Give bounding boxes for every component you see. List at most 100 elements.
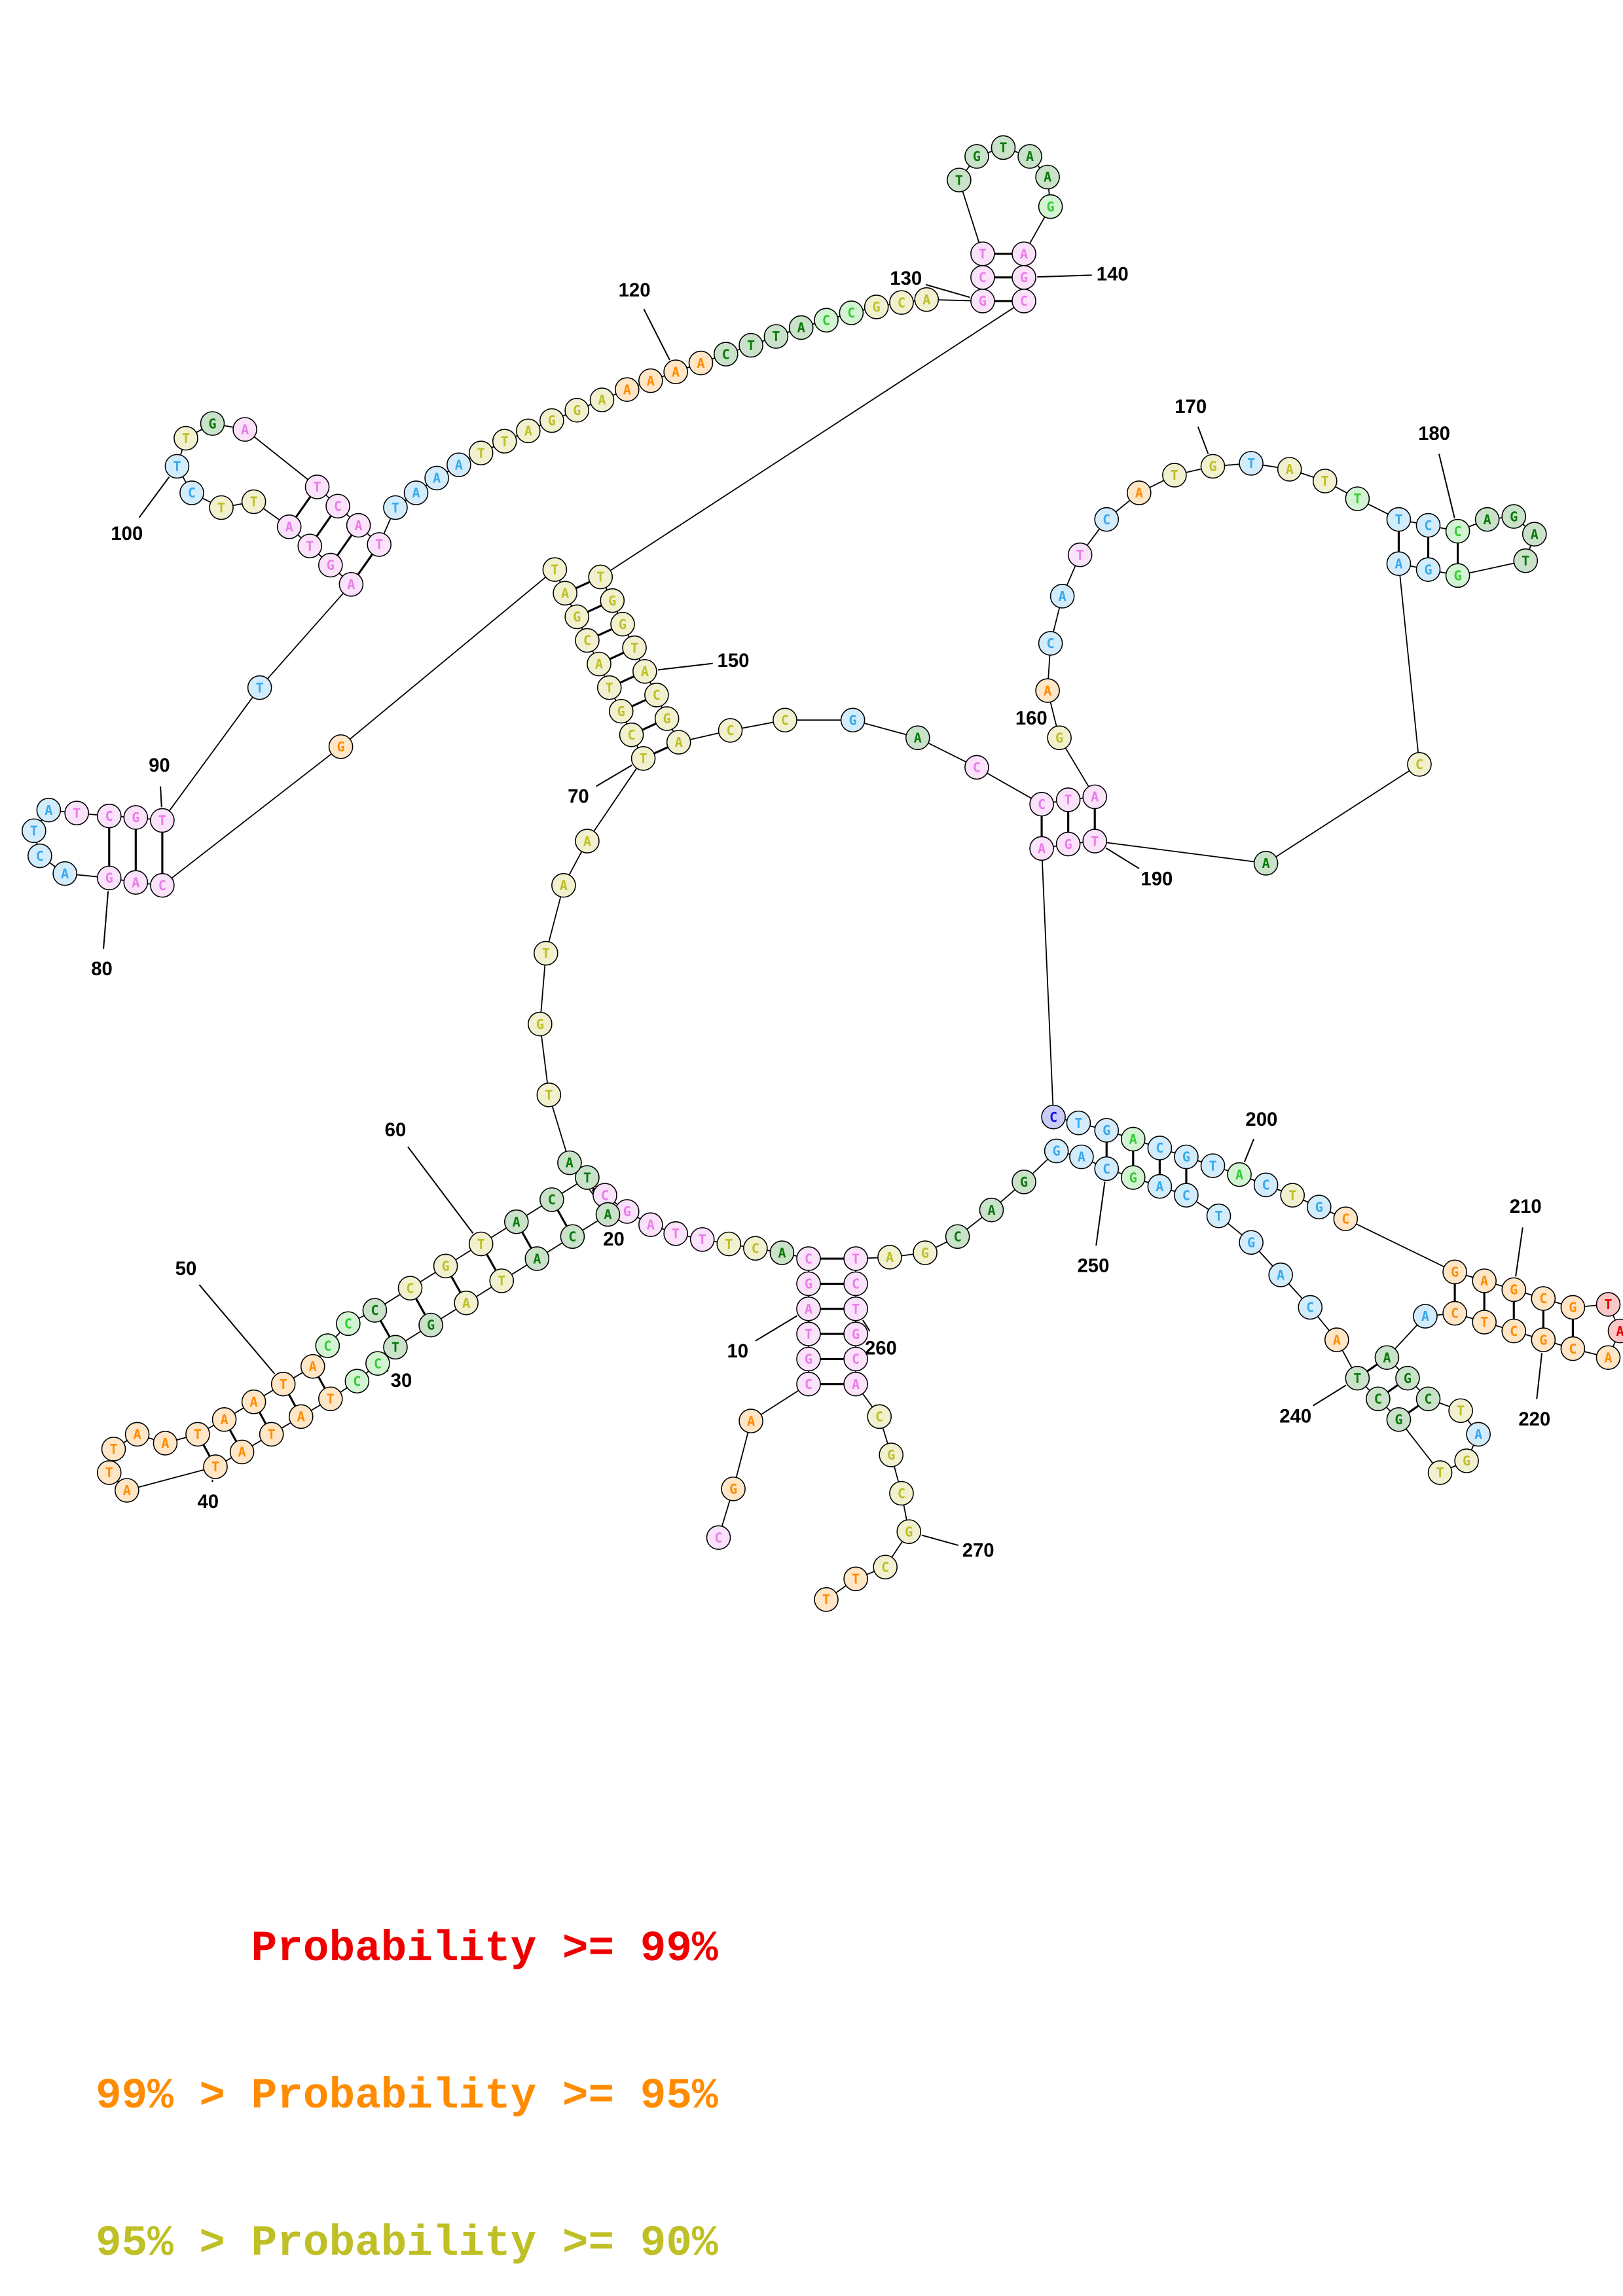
nucleotide bbox=[276, 514, 302, 539]
nucleotide bbox=[614, 377, 640, 403]
nucleotide-letter: C bbox=[722, 346, 730, 362]
nucleotide-letter: A bbox=[1604, 1350, 1612, 1365]
nucleotide bbox=[1386, 507, 1412, 532]
nucleotide bbox=[588, 564, 613, 590]
nucleotide bbox=[1442, 1259, 1467, 1285]
position-label: 130 bbox=[890, 268, 922, 289]
nucleotide bbox=[173, 425, 198, 451]
nucleotide-letter: C bbox=[1415, 757, 1423, 772]
nucleotide-letter: C bbox=[954, 1229, 962, 1244]
nucleotide bbox=[1531, 1286, 1556, 1311]
nucleotide bbox=[889, 290, 914, 315]
position-label: 190 bbox=[1140, 869, 1173, 890]
nucleotide bbox=[1268, 1263, 1293, 1287]
nucleotide bbox=[1035, 164, 1060, 190]
label-leader-line bbox=[921, 1534, 959, 1547]
position-label: 70 bbox=[568, 785, 589, 807]
nucleotide-letter: T bbox=[1395, 512, 1402, 528]
nucleotide bbox=[553, 581, 577, 606]
nucleotide-letter: T bbox=[30, 823, 38, 838]
nucleotide bbox=[896, 1519, 922, 1544]
nucleotide bbox=[575, 1165, 600, 1190]
nucleotide-letter: T bbox=[699, 1232, 706, 1247]
nucleotide-letter: A bbox=[805, 1301, 812, 1317]
nucleotide bbox=[1442, 1300, 1467, 1326]
nucleotide bbox=[468, 440, 494, 465]
nucleotide bbox=[1395, 1365, 1420, 1391]
nucleotide bbox=[1044, 1138, 1069, 1164]
nucleotide-letter: T bbox=[772, 329, 780, 344]
nucleotide bbox=[1162, 463, 1187, 488]
nucleotide-letter: A bbox=[675, 734, 683, 750]
nucleotide bbox=[769, 1240, 795, 1265]
position-label: 220 bbox=[1518, 1408, 1550, 1430]
nucleotide bbox=[1012, 289, 1036, 314]
nucleotide bbox=[336, 1311, 361, 1336]
nucleotide-letter: T bbox=[109, 1441, 117, 1457]
nucleotide bbox=[288, 1404, 314, 1429]
nucleotide bbox=[596, 675, 622, 700]
nucleotide-letter: A bbox=[1395, 556, 1402, 571]
nucleotide-letter: A bbox=[1044, 170, 1051, 185]
nucleotide-letter: T bbox=[477, 445, 485, 461]
nucleotide bbox=[638, 1212, 663, 1238]
nucleotide bbox=[947, 168, 972, 192]
nucleotide-letter: T bbox=[1522, 553, 1529, 569]
nucleotide bbox=[1345, 1365, 1370, 1391]
nucleotide bbox=[1415, 1386, 1441, 1412]
nucleotide-letter: G bbox=[619, 617, 627, 632]
nucleotide-letter: T bbox=[182, 431, 190, 446]
nucleotide-letter: A bbox=[1091, 789, 1099, 805]
nucleotide-letter: A bbox=[1156, 1179, 1163, 1194]
nucleotide bbox=[211, 1407, 237, 1432]
nucleotide-letter: G bbox=[852, 1326, 860, 1342]
nucleotide bbox=[1206, 1203, 1231, 1229]
nucleotide-letter: C bbox=[1424, 518, 1432, 533]
nucleotide-letter: C bbox=[1510, 1323, 1518, 1339]
nucleotide-letter: G bbox=[441, 1259, 449, 1274]
nucleotide bbox=[489, 1268, 515, 1293]
label-leader-line bbox=[643, 308, 670, 361]
nucleotide-letter: C bbox=[1156, 1140, 1163, 1156]
nucleotide-letter: C bbox=[601, 1187, 609, 1203]
nucleotide-letter: G bbox=[663, 711, 671, 726]
label-leader-line bbox=[596, 764, 632, 787]
nucleotide bbox=[1386, 551, 1412, 577]
nucleotide bbox=[1239, 451, 1264, 476]
nucleotide-letter: A bbox=[1333, 1332, 1341, 1348]
nucleotide-letter: A bbox=[1421, 1308, 1429, 1324]
nucleotide-letter: C bbox=[1453, 524, 1461, 539]
nucleotide-letter: T bbox=[1065, 792, 1072, 808]
nucleotide bbox=[185, 1422, 210, 1447]
nucleotide bbox=[873, 1554, 898, 1580]
nucleotide bbox=[610, 611, 635, 637]
nucleotide-letter: C bbox=[781, 712, 789, 728]
nucleotide-letter: G bbox=[608, 593, 616, 609]
nucleotide-letter: A bbox=[133, 1427, 141, 1443]
nucleotide-letter: A bbox=[647, 373, 655, 389]
nucleotide-letter: C bbox=[852, 1276, 860, 1292]
nucleotide-letter: A bbox=[513, 1214, 520, 1230]
nucleotide-letter: A bbox=[641, 664, 649, 679]
nucleotide bbox=[297, 533, 323, 558]
nucleotide bbox=[843, 1296, 868, 1321]
nucleotide bbox=[1035, 678, 1060, 703]
backbone-segment bbox=[1345, 1218, 1455, 1273]
nucleotide-letter: A bbox=[297, 1409, 305, 1425]
label-leader-line bbox=[160, 786, 162, 808]
nucleotide-letter: A bbox=[220, 1412, 228, 1427]
nucleotide bbox=[367, 532, 392, 557]
nucleotide-letter: G bbox=[105, 870, 113, 886]
nucleotide bbox=[241, 489, 266, 514]
nucleotide-letter: C bbox=[334, 499, 342, 514]
nucleotide bbox=[1513, 548, 1539, 573]
nucleotide-letter: T bbox=[1353, 1371, 1361, 1386]
nucleotide bbox=[551, 872, 576, 898]
nucleotide bbox=[864, 295, 889, 319]
nucleotide-letter: C bbox=[374, 1355, 382, 1371]
nucleotide-letter: T bbox=[105, 1465, 113, 1480]
nucleotide bbox=[964, 144, 989, 169]
nucleotide bbox=[424, 465, 449, 491]
nucleotide bbox=[867, 1404, 892, 1429]
